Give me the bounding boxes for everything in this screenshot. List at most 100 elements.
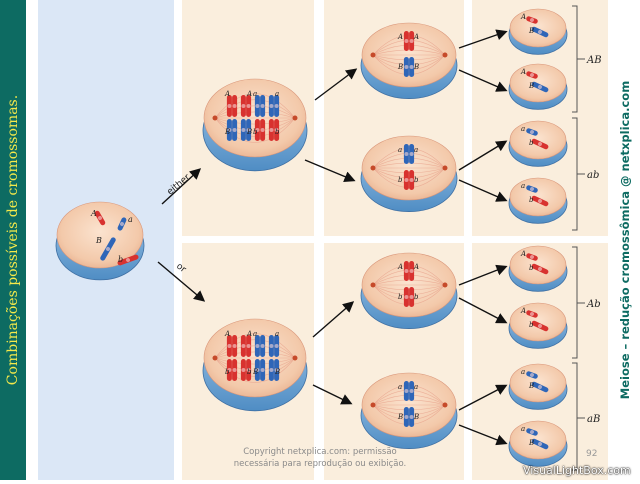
- gene-letter: a: [414, 383, 418, 391]
- arrows: [157, 29, 508, 446]
- chromosome: [409, 381, 415, 401]
- gene-letter: a: [275, 330, 279, 338]
- chromosome: [526, 310, 538, 318]
- gene-letter: B: [246, 128, 252, 136]
- gene-letter: b: [529, 264, 534, 272]
- chromosome: [268, 95, 274, 117]
- chromosome: [403, 261, 409, 281]
- chromosome: [403, 57, 409, 77]
- gene-letter: b: [414, 293, 419, 301]
- gene-letter: a: [253, 90, 257, 98]
- chromosome: [117, 254, 139, 266]
- chromosome: [531, 263, 549, 275]
- gene-letter: A: [520, 13, 526, 21]
- gene-letter: b: [247, 368, 252, 376]
- chromosome: [526, 16, 538, 24]
- chromosome: [246, 359, 252, 381]
- gene-letter: a: [521, 368, 525, 376]
- chromosome: [117, 217, 127, 231]
- gene-letter: B: [528, 82, 534, 90]
- gene-letter: B: [413, 413, 419, 421]
- gene-letter: a: [521, 425, 525, 433]
- chromosome: [100, 237, 116, 261]
- panel-divider: [178, 236, 610, 243]
- chromosome: [409, 287, 415, 307]
- chromosome: [274, 335, 280, 357]
- gene-letter: a: [414, 146, 418, 154]
- chromosome: [403, 407, 409, 427]
- gene-letter: b: [529, 139, 534, 147]
- chromosome: [526, 71, 538, 79]
- chromosome: [531, 381, 549, 393]
- outcome-label-ab: ab: [587, 170, 599, 181]
- gamete-1: AB: [508, 8, 568, 55]
- chromosome: [232, 119, 238, 141]
- gene-letter: a: [398, 146, 402, 154]
- outcome-label-AB: AB: [586, 55, 602, 66]
- gene-letter: a: [128, 215, 133, 224]
- gene-letter: B: [252, 368, 258, 376]
- chromosome: [268, 335, 274, 357]
- chromosome: [409, 407, 415, 427]
- gene-letter: B: [528, 382, 534, 390]
- gene-letter: a: [398, 383, 402, 391]
- metaphase-ii-cell-4: a aB B: [360, 372, 458, 449]
- chromosome: [403, 31, 409, 51]
- gamete-3: ab: [508, 120, 568, 167]
- gene-letter: a: [521, 182, 525, 190]
- gene-letter: A: [397, 263, 403, 271]
- chromosome: [232, 359, 238, 381]
- chromosome: [403, 170, 409, 190]
- gene-letter: B: [397, 413, 403, 421]
- outcome-label-aB: aB: [587, 414, 600, 425]
- chromosome: [260, 119, 266, 141]
- gene-letter: a: [253, 330, 257, 338]
- chromosome: [226, 95, 232, 117]
- gamete-5: Ab: [508, 245, 568, 292]
- outcome-brackets: [572, 5, 585, 471]
- gene-letter: b: [253, 128, 258, 136]
- chromosome: [260, 95, 266, 117]
- chromosome: [94, 210, 106, 226]
- chromosome: [240, 335, 246, 357]
- copyright-line-2: necessária para reprodução ou exibição.: [233, 459, 407, 469]
- gene-letter: A: [520, 68, 526, 76]
- chromosome: [254, 119, 260, 141]
- gene-letter: B: [413, 63, 419, 71]
- chromosome: [526, 428, 538, 436]
- chromosome: [531, 26, 549, 38]
- chromosome: [246, 335, 252, 357]
- chromosome: [409, 170, 415, 190]
- chromosome: [526, 253, 538, 261]
- gene-letter: A: [397, 33, 403, 41]
- chromosome: [409, 261, 415, 281]
- chromosome: [274, 95, 280, 117]
- copyright-line-1: Copyright netxplica.com: permissão: [243, 447, 397, 457]
- chromosome: [531, 195, 549, 207]
- chromosome: [531, 138, 549, 150]
- gene-letter: A: [224, 90, 230, 98]
- chromosome: [526, 371, 538, 379]
- gene-letter: B: [274, 368, 280, 376]
- watermark: VisualLightBox.com: [523, 464, 631, 477]
- chromosome: [403, 144, 409, 164]
- gene-letter: B: [95, 236, 102, 245]
- chromosome: [409, 57, 415, 77]
- gene-letter: A: [520, 307, 526, 315]
- chromosome: [240, 119, 246, 141]
- gamete-2: AB: [508, 63, 568, 110]
- outcome-label-Ab: Ab: [586, 299, 601, 310]
- gene-letter: b: [398, 176, 403, 184]
- chromosome: [246, 119, 252, 141]
- chromosome: [254, 95, 260, 117]
- chromosome: [268, 119, 274, 141]
- gene-letter: b: [275, 128, 280, 136]
